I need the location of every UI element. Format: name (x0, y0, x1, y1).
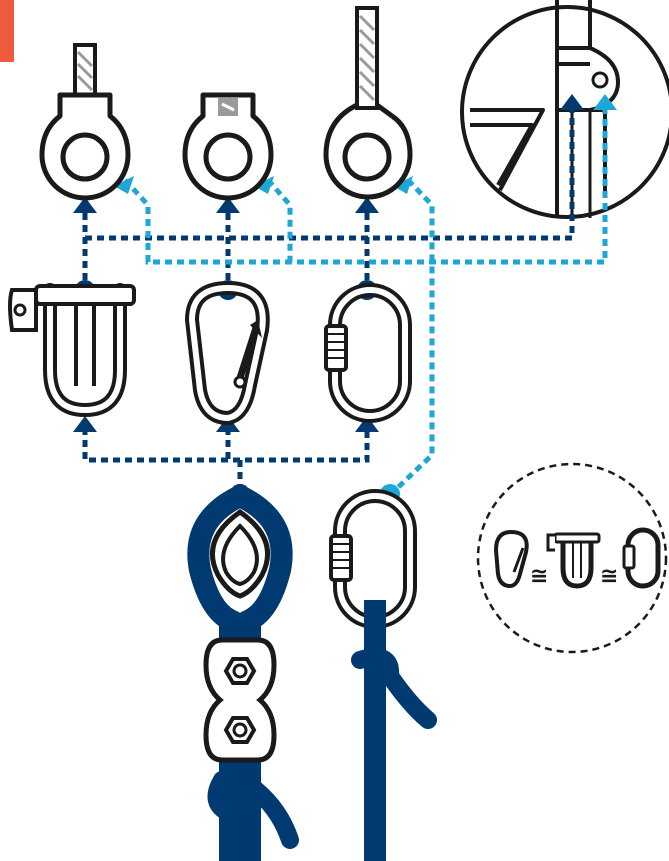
corner-accent (0, 0, 14, 62)
mounting-bracket-icon (470, 108, 545, 191)
carabiner-icon (185, 281, 270, 425)
wire-rope-thimble-clamp-icon (187, 486, 299, 861)
d-shackle-icon (8, 283, 136, 418)
equivalence-inset: ≅ ≅ (476, 462, 668, 654)
quick-link-rope-icon (329, 489, 437, 861)
navy-arrowheads (73, 94, 584, 432)
pin-hole-icon (591, 71, 609, 89)
cyan-arrowheads (114, 94, 617, 194)
screw-hook-eye-icon (323, 6, 413, 200)
carabiner-icon (493, 529, 529, 589)
d-shackle-icon (546, 532, 601, 589)
equivalence-symbol-2: ≅ (600, 564, 618, 589)
equivalence-symbol-1: ≅ (530, 564, 548, 589)
quick-link-icon (622, 527, 661, 589)
eye-nut-icon (182, 92, 274, 201)
inset-zoom-detail (460, 0, 669, 219)
cyan-connection-paths (123, 108, 608, 497)
eye-bolt-icon (39, 43, 131, 201)
navy-connection-paths (82, 108, 575, 492)
quick-link-icon (324, 283, 412, 423)
